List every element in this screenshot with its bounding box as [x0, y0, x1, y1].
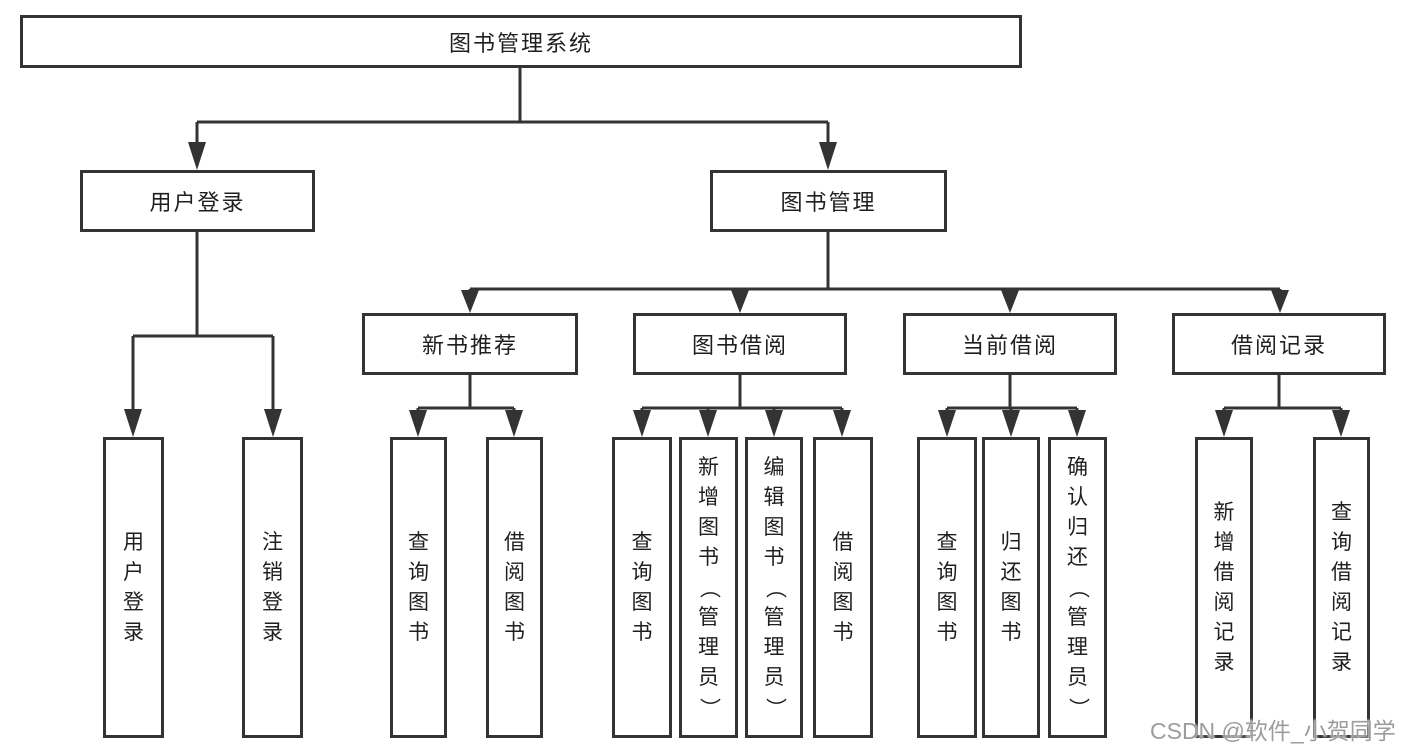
node-book-management: 图书管理 — [710, 170, 947, 232]
leaf-query-books: 查询图书 — [612, 437, 672, 738]
node-book-borrowing: 图书借阅 — [633, 313, 847, 375]
leaf-add-borrowing-record: 新增借阅记录 — [1195, 437, 1253, 738]
leaf-borrow-books: 借阅图书 — [813, 437, 873, 738]
node-borrowing-records: 借阅记录 — [1172, 313, 1386, 375]
leaf-query-borrowing-record: 查询借阅记录 — [1313, 437, 1370, 738]
leaf-user-login: 用户登录 — [103, 437, 164, 738]
leaf-confirm-return-admin: 确认归还（管理员） — [1048, 437, 1107, 738]
node-new-book-recommendation: 新书推荐 — [362, 313, 578, 375]
leaf-return-books: 归还图书 — [982, 437, 1040, 738]
leaf-edit-books-admin: 编辑图书（管理员） — [745, 437, 803, 738]
leaf-borrow-books: 借阅图书 — [486, 437, 543, 738]
leaf-add-books-admin: 新增图书（管理员） — [679, 437, 738, 738]
csdn-watermark: CSDN @软件_小贺同学 — [1150, 718, 1396, 744]
node-current-borrowing: 当前借阅 — [903, 313, 1117, 375]
node-library-management-system: 图书管理系统 — [20, 15, 1022, 68]
leaf-logout: 注销登录 — [242, 437, 303, 738]
leaf-query-books: 查询图书 — [917, 437, 977, 738]
node-user-login: 用户登录 — [80, 170, 315, 232]
leaf-query-books: 查询图书 — [390, 437, 447, 738]
